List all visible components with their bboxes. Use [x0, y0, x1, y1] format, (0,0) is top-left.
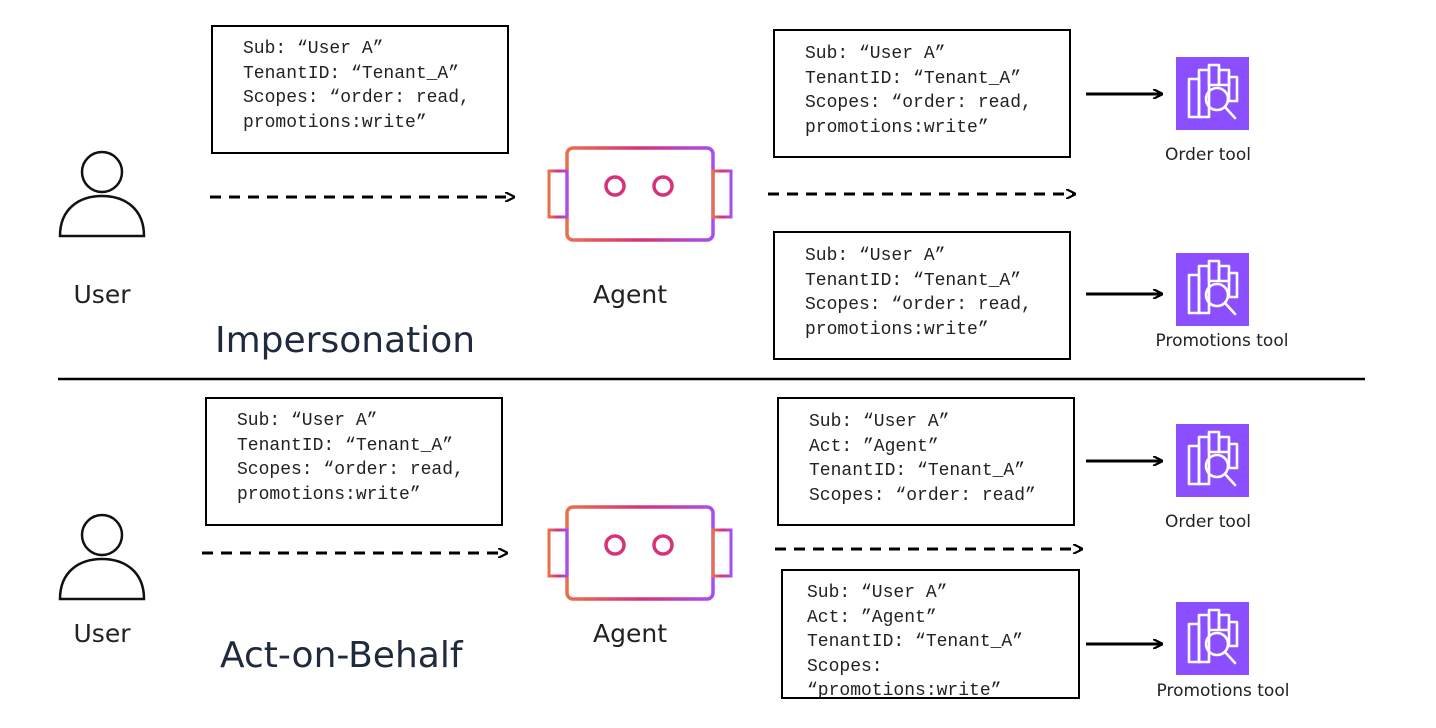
token-line: promotions:write”	[237, 484, 421, 505]
token-line: TenantID: “Tenant_A”	[237, 435, 454, 456]
chart-magnifier-icon	[1174, 422, 1251, 499]
token-line: Scopes: “order: read,	[243, 88, 470, 108]
token-line: Scopes: “order: read,	[237, 460, 464, 480]
token-line: Sub: “User A”	[243, 39, 384, 59]
order-token-box: Sub: “User A” TenantID: “Tenant_A” Scopes:…	[773, 29, 1071, 158]
token-line: Scopes: “order: read,	[805, 295, 1032, 315]
promotions-tool-label: Promotions tool	[1155, 331, 1289, 351]
promotions-token-box: Sub: “User A” Act: ”Agent” TenantID: “Tena…	[781, 569, 1080, 699]
promotions-token-box: Sub: “User A” TenantID: “Tenant_A” Scopes:…	[773, 231, 1071, 360]
token-line: Sub: “User A”	[237, 411, 378, 431]
token-line: TenantID: “Tenant_A”	[805, 68, 1022, 89]
order-token-box: Sub: “User A” Act: ”Agent” TenantID: “Tena…	[777, 397, 1075, 526]
token-line: Scopes:	[807, 656, 883, 677]
order-tool-label: Order tool	[1165, 145, 1251, 165]
order-tool-label: Order tool	[1165, 512, 1251, 532]
agent-label: Agent	[593, 280, 667, 309]
user-label: User	[73, 280, 131, 309]
robot-face-icon	[547, 505, 733, 601]
promotions-tool-label: Promotions tool	[1156, 681, 1290, 701]
token-line: Scopes: “order: read”	[809, 485, 1036, 506]
chart-magnifier-icon	[1174, 251, 1251, 328]
token-line: promotions:write”	[805, 319, 989, 340]
token-line: TenantID: “Tenant_A”	[243, 63, 460, 84]
token-line: promotions:write”	[243, 112, 427, 133]
user-label: User	[73, 619, 131, 648]
user-token-box: Sub: “User A” TenantID: “Tenant_A” Scopes:…	[211, 25, 509, 154]
section-title: Impersonation	[215, 320, 476, 361]
token-line: TenantID: “Tenant_A”	[807, 632, 1024, 652]
user-token-box: Sub: “User A” TenantID: “Tenant_A” Scopes:…	[205, 397, 503, 526]
agent-label: Agent	[593, 619, 667, 648]
token-line: TenantID: “Tenant_A”	[805, 270, 1022, 291]
section-title: Act-on-Behalf	[220, 635, 463, 676]
robot-face-icon	[547, 146, 733, 242]
token-line: Act: ”Agent”	[807, 607, 937, 628]
token-line: “promotions:write”	[807, 681, 1002, 699]
token-line: TenantID: “Tenant_A”	[809, 461, 1026, 481]
user-icon	[58, 513, 146, 601]
token-line: Act: ”Agent”	[809, 436, 939, 457]
chart-magnifier-icon	[1174, 600, 1251, 677]
token-line: Sub: “User A”	[805, 246, 946, 266]
token-line: Sub: “User A”	[805, 44, 946, 64]
user-icon	[58, 150, 146, 238]
chart-magnifier-icon	[1174, 55, 1251, 132]
token-line: promotions:write”	[805, 117, 989, 138]
token-line: Sub: “User A”	[807, 583, 948, 603]
token-line: Scopes: “order: read,	[805, 93, 1032, 113]
token-line: Sub: “User A”	[809, 412, 950, 432]
